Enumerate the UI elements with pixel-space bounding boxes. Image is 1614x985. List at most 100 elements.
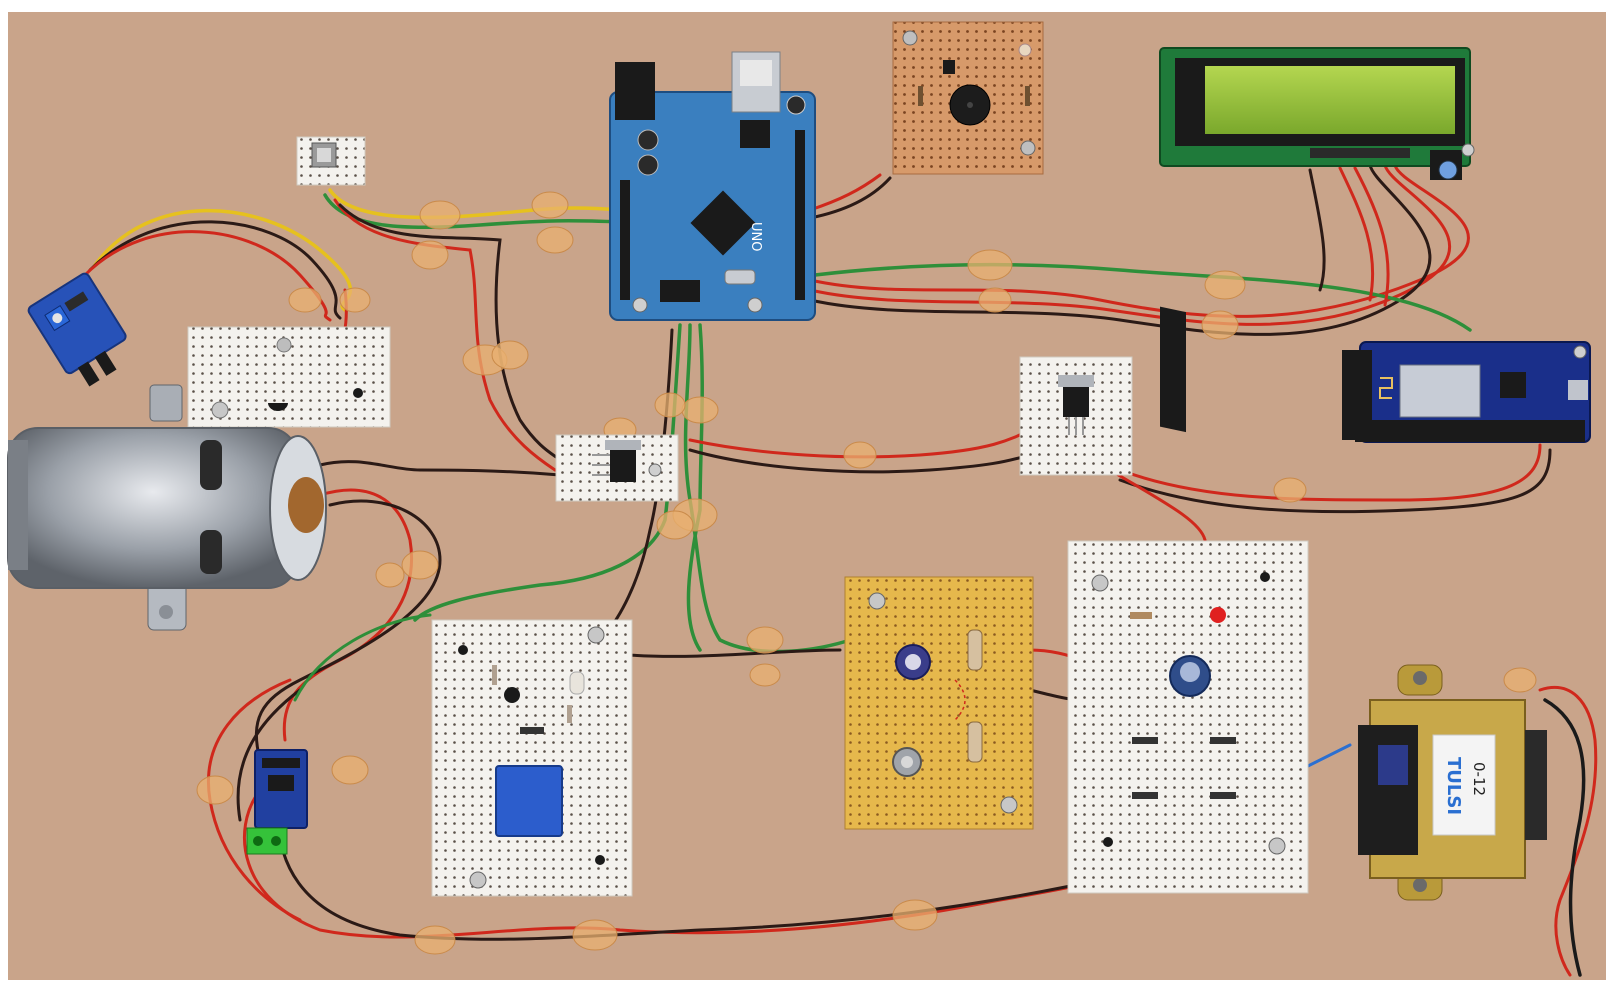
- voltage-regulator: [610, 448, 636, 482]
- push-button-board: [296, 136, 366, 186]
- black-wire: [808, 176, 892, 220]
- buzzer-hole: [967, 102, 973, 108]
- esp-shield-can: [1399, 364, 1481, 418]
- red-wire: [808, 173, 882, 212]
- dc-motor: [7, 384, 327, 631]
- rectifier-diode: [1132, 737, 1158, 744]
- crystal: [724, 269, 756, 285]
- resistor: [1130, 612, 1152, 619]
- terminal-screw-icon: [253, 836, 263, 846]
- black-wire: [628, 648, 842, 658]
- glue-blob: [1201, 310, 1239, 340]
- glue-blob: [401, 550, 439, 580]
- transistor: [268, 403, 288, 411]
- glue-blob: [491, 340, 529, 370]
- transformer-winding-label: [1378, 745, 1408, 785]
- screw-icon: [1413, 671, 1427, 685]
- reset-button: [786, 95, 806, 115]
- screw-icon: [587, 626, 605, 644]
- arduino-uno-board: UNO: [609, 51, 816, 321]
- glue-blob: [1273, 477, 1307, 503]
- screw-icon: [211, 401, 229, 419]
- current-sensor-module: [246, 749, 308, 855]
- pcb-antenna: [1379, 377, 1393, 399]
- resistor: [567, 705, 572, 723]
- board-hole: [458, 645, 468, 655]
- wifi-header-bottom: [1355, 420, 1585, 442]
- capacitor-top: [1180, 662, 1200, 682]
- glue-blob: [572, 919, 618, 951]
- motor-mount-top: [149, 384, 183, 422]
- glue-blob: [1503, 667, 1537, 693]
- glue-blob: [749, 663, 781, 687]
- glue-blob: [892, 899, 938, 931]
- screw-icon: [868, 592, 886, 610]
- black-wire: [688, 448, 1032, 474]
- ir-chip: [64, 291, 89, 312]
- transformer-winding-side: [1525, 730, 1547, 840]
- step-down-transformer: TULSI 0-12: [1358, 664, 1547, 901]
- arduino-header-left: [620, 180, 630, 300]
- motor-brush: [288, 477, 324, 533]
- glue-blob: [536, 226, 574, 254]
- black-wire: [338, 203, 562, 462]
- board-hole: [1260, 572, 1270, 582]
- led: [1018, 43, 1032, 57]
- resistor: [1025, 86, 1030, 106]
- lcd-display-module: [1159, 47, 1475, 433]
- terminal-screw-icon: [271, 836, 281, 846]
- motor-vent: [200, 530, 222, 574]
- led: [569, 671, 585, 695]
- black-wire: [1543, 698, 1586, 977]
- rectifier-diode: [1132, 792, 1158, 799]
- red-wire: [1538, 685, 1598, 977]
- transistor: [943, 60, 955, 74]
- transistor: [504, 687, 520, 703]
- glue-blob: [375, 562, 405, 588]
- capacitor: [637, 129, 659, 151]
- glue-blob: [414, 925, 456, 955]
- wifi-module: [1342, 341, 1591, 443]
- ir-potentiometer-knob: [52, 313, 63, 324]
- current-sensor-chip: [268, 775, 294, 791]
- transformer-rating-label: 0-12: [1470, 762, 1488, 796]
- resistor: [967, 721, 983, 763]
- glue-blob: [196, 775, 234, 805]
- regulator-heatsink-tab: [1058, 375, 1094, 387]
- rectifier-diode: [1210, 737, 1236, 744]
- green-wire: [413, 323, 682, 622]
- screw-icon: [902, 30, 918, 46]
- resistor: [492, 665, 497, 685]
- current-sensor-header: [262, 758, 300, 768]
- hot-glue-blobs: [196, 191, 1537, 955]
- ir-emitter: [77, 361, 100, 387]
- glue-blob: [411, 240, 449, 270]
- glue-blob: [531, 191, 569, 219]
- red-wire: [333, 198, 557, 472]
- regulator-heatsink-tab: [605, 440, 641, 450]
- motor-body: [7, 427, 299, 589]
- black-wire: [236, 688, 302, 822]
- screw-icon: [1000, 796, 1018, 814]
- perfboard: [431, 619, 633, 897]
- screw-icon: [159, 605, 173, 619]
- black-wire: [808, 163, 1432, 336]
- screw-icon: [1413, 878, 1427, 892]
- red-wire: [808, 163, 1470, 318]
- resistor: [918, 86, 923, 106]
- screw-icon: [648, 463, 662, 477]
- usb-opening: [740, 60, 772, 86]
- micro-usb-port: [1568, 380, 1588, 400]
- perfboard: [1067, 540, 1309, 894]
- glue-blob: [746, 626, 784, 654]
- dc-jack: [615, 62, 655, 120]
- transformer-label: [1432, 734, 1496, 836]
- screw-icon: [1268, 837, 1286, 855]
- power-led: [1210, 607, 1226, 623]
- ir-sensor-module: [27, 272, 127, 387]
- screw-icon: [632, 297, 648, 313]
- lcd-screen: [1205, 66, 1455, 134]
- screw-icon: [747, 297, 763, 313]
- red-wire: [688, 428, 1032, 459]
- glue-blob: [843, 441, 877, 469]
